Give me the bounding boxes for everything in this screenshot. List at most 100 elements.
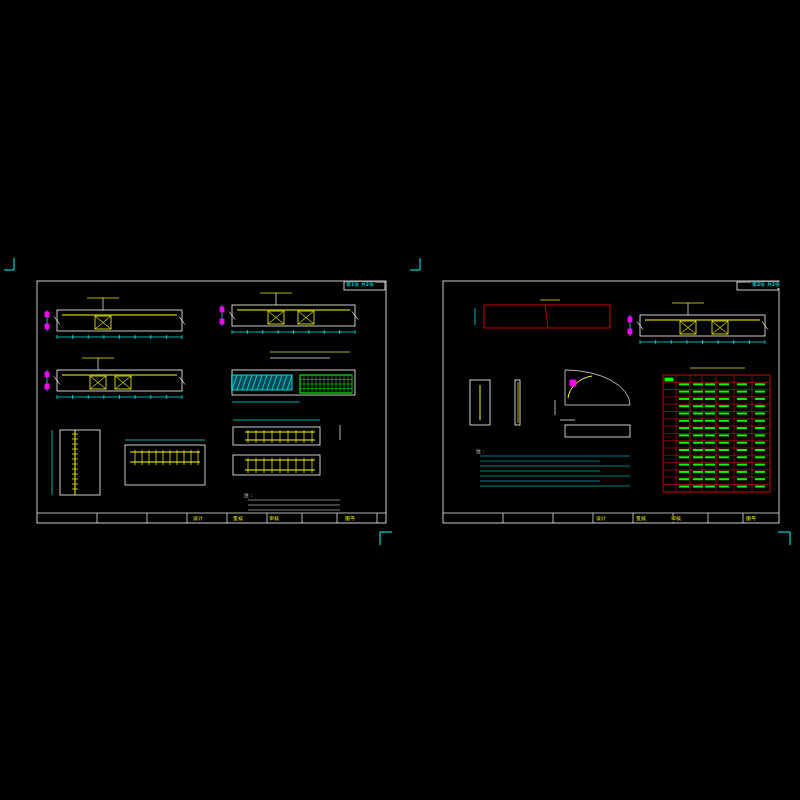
rebar bbox=[149, 450, 150, 465]
rebar-cage bbox=[298, 311, 314, 324]
rebar bbox=[163, 450, 164, 465]
table-value bbox=[705, 420, 715, 422]
table-value bbox=[719, 405, 729, 407]
table-value bbox=[737, 464, 747, 466]
marker bbox=[220, 307, 224, 312]
hatch bbox=[282, 375, 287, 390]
break-mark bbox=[54, 317, 60, 325]
table-rule bbox=[716, 375, 717, 492]
title-block-line bbox=[553, 513, 554, 523]
beam-elevation bbox=[640, 315, 765, 336]
table-value bbox=[679, 486, 689, 488]
table-value bbox=[679, 427, 689, 429]
table-value bbox=[679, 464, 689, 466]
break-mark bbox=[637, 322, 643, 330]
dimension-tick bbox=[733, 340, 734, 344]
table-value bbox=[679, 391, 689, 393]
title-block-line bbox=[302, 513, 303, 523]
mesh-line bbox=[300, 393, 352, 394]
table-value bbox=[693, 383, 703, 385]
hatch bbox=[262, 375, 267, 390]
fan-detail bbox=[565, 370, 630, 405]
table-value bbox=[705, 413, 715, 415]
table-value bbox=[737, 486, 747, 488]
table-value bbox=[719, 442, 729, 444]
crack-line bbox=[545, 305, 548, 328]
mesh-line bbox=[300, 384, 352, 385]
table-value bbox=[705, 471, 715, 473]
table-rule bbox=[663, 404, 770, 405]
table-value bbox=[679, 449, 689, 451]
sheet-number: 第2张 共2张 bbox=[751, 282, 781, 288]
title-block-cell: 设计 bbox=[192, 516, 204, 522]
table-rule bbox=[663, 426, 770, 427]
dimension-tick bbox=[718, 340, 719, 344]
title-line bbox=[560, 420, 575, 421]
rebar bbox=[177, 450, 178, 465]
rebar bbox=[115, 376, 131, 389]
table-value bbox=[737, 405, 747, 407]
title-block-line bbox=[337, 513, 338, 523]
dimension-tick bbox=[88, 395, 89, 399]
rebar bbox=[248, 458, 249, 473]
detail-a bbox=[233, 427, 320, 445]
table-rule bbox=[663, 448, 770, 449]
table-value bbox=[719, 449, 729, 451]
stirrup bbox=[72, 454, 78, 455]
table-value bbox=[693, 442, 703, 444]
rebar bbox=[198, 450, 199, 465]
stirrup bbox=[72, 474, 78, 475]
note-line bbox=[248, 510, 340, 511]
note-line bbox=[248, 500, 340, 501]
dimension-tick bbox=[166, 335, 167, 339]
title-block-cell: 审核 bbox=[670, 516, 682, 522]
rebar bbox=[304, 458, 305, 473]
stirrup bbox=[72, 459, 78, 460]
quantity-table bbox=[663, 375, 770, 492]
table-value bbox=[755, 383, 765, 385]
note-line bbox=[480, 461, 600, 462]
marker bbox=[570, 380, 576, 386]
table-value bbox=[693, 420, 703, 422]
rebar bbox=[90, 376, 106, 389]
section-title-line bbox=[672, 303, 704, 304]
table-value bbox=[737, 471, 747, 473]
table-rule bbox=[663, 389, 770, 390]
table-rule bbox=[663, 411, 770, 412]
table-value bbox=[755, 456, 765, 458]
dimension-tick bbox=[686, 340, 687, 344]
table-value bbox=[705, 442, 715, 444]
rebar bbox=[90, 376, 106, 389]
title-block-cell: 审核 bbox=[268, 516, 280, 522]
rebar bbox=[280, 430, 281, 443]
table-value bbox=[755, 471, 765, 473]
dimension-line bbox=[52, 430, 53, 495]
table-value bbox=[737, 391, 747, 393]
table-value bbox=[755, 427, 765, 429]
crop-mark bbox=[778, 532, 790, 545]
note-heading: 注： bbox=[243, 493, 255, 499]
table-value bbox=[679, 413, 689, 415]
table-value bbox=[719, 456, 729, 458]
table-value bbox=[737, 456, 747, 458]
table-value bbox=[705, 456, 715, 458]
mesh-line bbox=[300, 375, 352, 376]
section-title-line bbox=[260, 293, 292, 294]
table-rule bbox=[663, 469, 770, 470]
mesh-line bbox=[300, 379, 352, 380]
table-rule bbox=[663, 396, 770, 397]
note-line bbox=[480, 456, 630, 457]
hatch bbox=[237, 375, 242, 390]
rebar bbox=[312, 430, 313, 443]
table-value bbox=[737, 427, 747, 429]
table-rule bbox=[690, 375, 691, 492]
hatch bbox=[252, 375, 257, 390]
table-value bbox=[755, 398, 765, 400]
table-value bbox=[719, 420, 729, 422]
dimension-tick bbox=[57, 395, 58, 399]
rebar-cage bbox=[712, 321, 728, 334]
table-value bbox=[679, 398, 689, 400]
dimension-tick bbox=[765, 340, 766, 344]
table-rule bbox=[663, 462, 770, 463]
table-value bbox=[693, 434, 703, 436]
